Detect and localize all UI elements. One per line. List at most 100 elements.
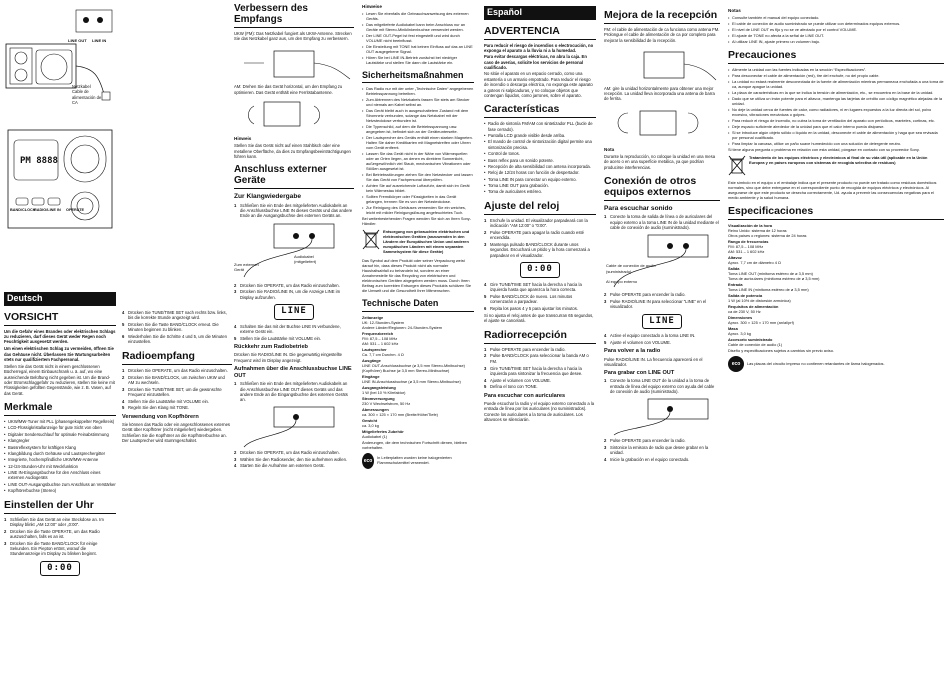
operate-button-label[interactable]: OPERATE [66,208,85,212]
ext-device-label-es: Al equipo externo [606,279,638,285]
list-item: Dado que se utiliza un imán potente para… [728,96,944,106]
list-item: Pantalla LCD grande visible desde arriba… [484,133,596,139]
list-item: Bass reflex para un sonido potente. [484,158,596,164]
list-item: Para desconectar el cable de alimentació… [728,73,944,78]
list-item: Para reducir el riesgo de incendio, no c… [728,118,944,123]
kopf-heading: Verwendung von Kopfhörern [122,413,199,420]
list-item: Sollten Fremdkörper oder Flüssigkeiten i… [362,194,474,204]
spec-heading: Abmessungen [362,406,389,412]
spec-value: ca. 3,0 kg [362,422,379,428]
grabar-heading: Para grabar con LINE OUT [604,370,675,377]
column-1: LINE OUT LINE IN Netzkabel Cable de alim… [4,0,116,676]
hinweise-heading: Hinweise [362,4,382,9]
conexion-heading: Conexión de otros equipos externos [604,175,697,199]
uhr-heading: Einstellen der Uhr [4,498,94,511]
spec-heading: Salida [728,265,740,271]
list-item: Toma de auriculares estéreo. [484,189,596,195]
spec-heading: Requisitos de alimentación [728,303,779,309]
spec-value: Toma LINE OUT (minitoma estéreo de ø 3,5… [728,270,820,281]
spec-value: ca. 300 × 125 × 170 mm (Breite/Höhe/Tief… [362,411,438,417]
list-item: Das Radio nur mit der unter „Technische … [362,86,474,96]
spec-heading: Entrada [728,281,743,287]
eco-text-es: Las placas del circuito impreso no conti… [747,360,885,366]
radio-line-in-button-label[interactable]: RADIO/LINE IN [34,208,61,212]
list-item: Lassen Sie das Gerät nicht in der Nähe v… [362,151,474,171]
empfang-ukw: UKW (FM): Das Netzkabel fungiert als UKW… [234,31,352,42]
line-lcd: LINE [274,304,314,320]
list-item: Deje espacio suficiente alrededor de la … [728,124,944,129]
spec-value: Toma LINE IN (minitoma estéreo de ø 3,5 … [728,286,809,292]
tech-heading: Technische Daten [362,298,439,309]
eco-logo-icon: eco [362,452,375,469]
spec-heading: Accesorio suministrado [728,336,773,342]
line-in-label: LINE IN [92,38,107,43]
crossed-bin-icon [362,230,380,250]
notas-heading: Notas [728,8,741,13]
mejora-heading: Mejora de la recepción [604,9,718,21]
list-item: Radio de sintonía FM/AM con sintetizador… [484,121,596,132]
am-antenna-diagram-es [617,110,699,135]
fm-antenna-diagram [244,50,351,79]
column-5: Español ADVERTENCIA Para reducir el ries… [484,0,596,676]
reloj-heading: Ajuste del reloj [484,199,560,212]
advertencia-bold-2: Para evitar descargas eléctricas, no abr… [484,54,587,71]
advertencia-text: No sitúe el aparato en un espacio cerrad… [484,71,593,98]
hinweis-text: Stellen Sie das Gerät nicht auf einen St… [234,143,351,159]
list-item: El nivel de LINE OUT es fijo y no se ve … [728,27,944,32]
entsorgung-block: Entsorgung von gebrauchten elektrischen … [362,229,474,255]
ext-device-label: Zum externen Gerät [234,261,259,272]
nota-text: Durante la reproducción, no coloque la u… [604,153,716,170]
precauciones-heading: Precauciones [728,48,797,61]
spec-heading: Gewicht [362,417,378,423]
radio-heading: Radioempfang [122,349,195,362]
list-item: Para limpiar la carcasa, utilice un paño… [728,141,944,146]
list-item: No deje la unidad cerca de fuentes de ca… [728,107,944,117]
sicherheit-footer: Bei weiterbestehenden Fragen wenden Sie … [362,216,472,227]
volver-heading: Para volver a la radio [604,348,661,355]
spec-heading: Ausgangsleistung [362,384,396,390]
list-item: Der Lautsprecher des Geräts enthält eine… [362,135,474,150]
spec-value: Aprox. 7,7 cm de diámetro 4 Ω [728,259,781,265]
tratamiento-text: Este símbolo en el equipo o el embalaje … [728,179,937,200]
eco-block-es: eco Las placas del circuito impreso no c… [728,355,944,372]
line-lcd-es: LINE [642,313,682,330]
sicherheit-list: Das Radio nur mit der unter „Technische … [362,86,474,215]
column-6: Mejora de la recepción FM: el cable de a… [604,0,720,676]
list-item: Der LINE OUT-Pegel ist fest eingestellt … [362,33,474,43]
column-7: Notas Consulte también el manual del equ… [728,0,944,676]
sicherheit-heading: Sicherheitsmaßnahmen [362,69,464,80]
device-illustration [5,9,113,101]
line-in-diagram: Audiokabel (mitgeliefert) Zum externen G… [234,222,354,280]
eco-text-de: In Leiterplatten wurden keine halogenier… [377,455,452,466]
list-item: Consulte también el manual del equipo co… [728,15,944,20]
band-clock-button-label[interactable]: BAND/CLOCK [10,208,36,212]
nota-heading: Nota [604,147,615,153]
spec-heading: Dimensiones [728,314,753,320]
list-item: Bei Betriebsstörungen ziehen Sie den Net… [362,172,474,182]
spec-value: ca de 230 V, 50 Hz [728,308,761,314]
list-item: Control de tonos. [484,151,596,157]
spec-value: Cable de conexión de audio (1) [728,341,783,347]
